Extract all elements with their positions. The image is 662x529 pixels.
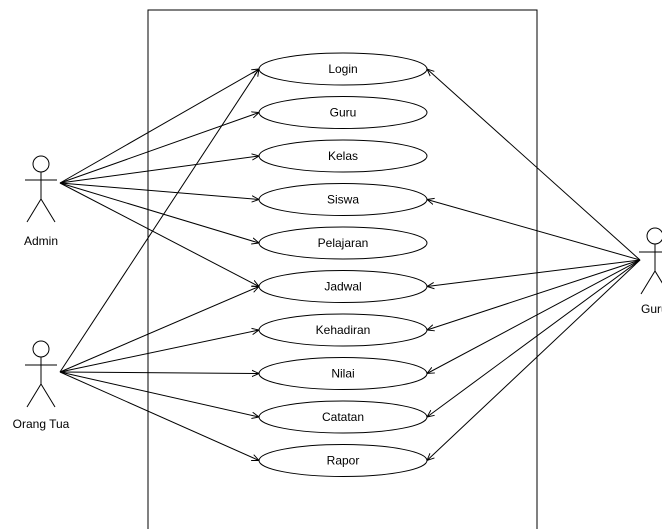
use-case-label: Nilai	[331, 367, 354, 381]
association-guru-login	[427, 69, 641, 261]
use-case-label: Kehadiran	[316, 323, 371, 337]
association-guru-siswa	[427, 200, 641, 261]
use-case-ellipse	[258, 400, 428, 434]
association-orang-tua-rapor	[59, 371, 259, 461]
association-orang-tua-nilai	[59, 372, 259, 374]
use-case-kehadiran[interactable]: Kehadiran	[258, 313, 428, 347]
use-case-guru[interactable]: Guru	[258, 96, 428, 129]
association-guru-catatan	[427, 259, 641, 417]
stick-figure-icon	[639, 227, 662, 295]
actor-guru-label: Guru	[641, 302, 662, 316]
use-cases: LoginGuruKelasSiswaPelajaranJadwalKehadi…	[258, 52, 428, 477]
use-case-ellipse	[258, 52, 428, 86]
association-admin-pelajaran	[59, 182, 259, 243]
actor-orang-tua-label: Orang Tua	[13, 417, 70, 431]
use-case-ellipse	[258, 444, 428, 477]
use-case-jadwal[interactable]: Jadwal	[258, 270, 428, 303]
use-case-label: Login	[328, 62, 357, 76]
association-admin-guru	[59, 113, 259, 184]
association-orang-tua-login	[59, 69, 259, 373]
use-case-ellipse	[258, 357, 428, 390]
use-case-pelajaran[interactable]: Pelajaran	[258, 226, 428, 260]
use-case-rapor[interactable]: Rapor	[258, 444, 428, 477]
use-case-label: Pelajaran	[318, 236, 369, 250]
stick-figure-icon	[25, 340, 57, 408]
use-case-label: Guru	[330, 106, 357, 120]
use-case-label: Rapor	[327, 454, 360, 468]
associations	[59, 69, 641, 461]
use-case-login[interactable]: Login	[258, 52, 428, 86]
association-guru-jadwal	[427, 259, 641, 287]
association-guru-kehadiran	[427, 259, 641, 330]
use-case-label: Catatan	[322, 410, 364, 424]
association-orang-tua-kehadiran	[59, 330, 259, 373]
association-admin-jadwal	[59, 182, 259, 287]
use-case-kelas[interactable]: Kelas	[258, 139, 428, 173]
use-case-ellipse	[258, 226, 428, 260]
association-orang-tua-catatan	[59, 371, 259, 417]
system-boundary	[147, 9, 538, 529]
actor-admin[interactable]: Admin	[24, 155, 58, 248]
association-guru-rapor	[427, 259, 641, 461]
stick-figure-icon	[25, 155, 57, 223]
association-admin-siswa	[59, 182, 259, 200]
use-case-ellipse	[258, 96, 428, 129]
use-case-label: Jadwal	[324, 280, 361, 294]
use-case-ellipse	[258, 313, 428, 347]
use-case-label: Siswa	[327, 193, 359, 207]
association-admin-kelas	[59, 156, 259, 184]
use-case-nilai[interactable]: Nilai	[258, 357, 428, 390]
use-case-ellipse	[258, 270, 428, 303]
use-case-ellipse	[258, 183, 428, 216]
association-admin-login	[59, 69, 259, 184]
actor-admin-label: Admin	[24, 234, 58, 248]
use-case-siswa[interactable]: Siswa	[258, 183, 428, 216]
use-case-ellipse	[258, 139, 428, 173]
association-guru-nilai	[427, 259, 641, 374]
actor-orang-tua[interactable]: Orang Tua	[13, 340, 70, 431]
use-case-catatan[interactable]: Catatan	[258, 400, 428, 434]
actor-guru[interactable]: Guru	[639, 227, 662, 316]
association-orang-tua-jadwal	[59, 287, 259, 373]
use-case-label: Kelas	[328, 149, 358, 163]
